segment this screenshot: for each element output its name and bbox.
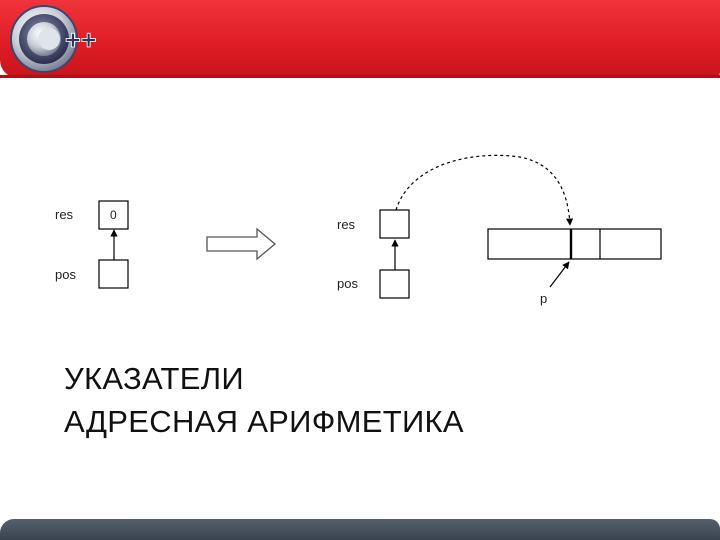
footer-bar: [0, 519, 720, 540]
p-pointer-arrow: [549, 261, 570, 288]
left-res-value: 0: [110, 208, 117, 222]
dashed-pointer-curve: [395, 154, 574, 226]
title-line-2: АДРЕСНАЯ АРИФМЕТИКА: [64, 404, 464, 439]
left-res-box: [98, 200, 129, 230]
cpp-logo-icon: ++: [10, 5, 97, 73]
left-res-label: res: [55, 207, 74, 222]
left-pos-label: pos: [55, 267, 76, 282]
right-res-label: res: [337, 217, 356, 232]
title-line-1: УКАЗАТЕЛИ: [64, 361, 244, 396]
p-label: p: [540, 291, 547, 306]
logo-plus-text: ++: [65, 25, 97, 55]
right-pos-box: [379, 269, 410, 299]
header-bar: ++: [0, 0, 720, 78]
slide-title: УКАЗАТЕЛИ АДРЕСНАЯ АРИФМЕТИКА: [64, 357, 464, 443]
right-res-box: [379, 209, 410, 239]
array-box: [487, 228, 662, 260]
right-pos-label: pos: [337, 276, 358, 291]
left-pos-box: [98, 259, 129, 289]
block-right-arrow-icon: [206, 227, 277, 261]
